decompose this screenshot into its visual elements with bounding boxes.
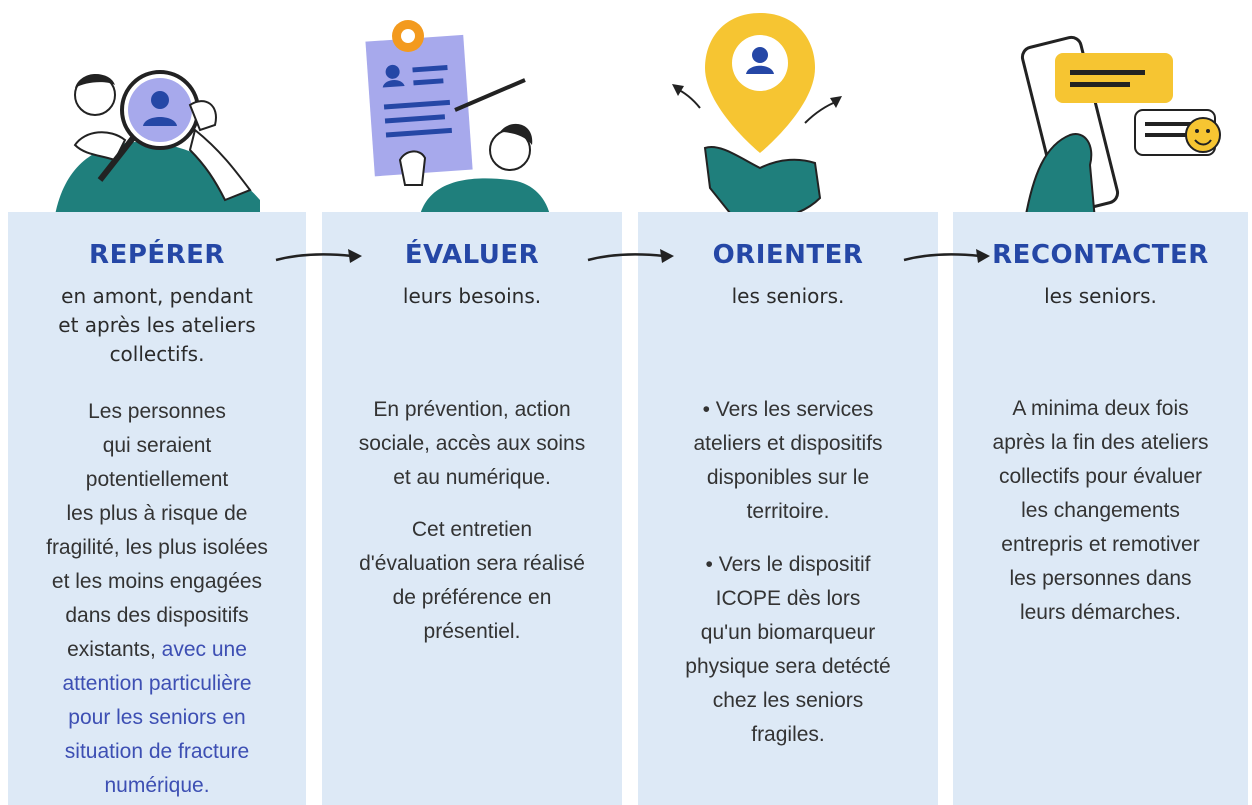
step-description: A minima deux fois après la fin des atel…: [953, 392, 1248, 630]
body-line: et les moins engagées: [51, 570, 263, 593]
body-line: Cet entretien: [411, 518, 533, 541]
step-title: ÉVALUER: [404, 240, 540, 270]
bullet-line: ateliers et dispositifs: [693, 432, 883, 455]
subtitle-line: en amont, pendant: [61, 284, 253, 308]
highlight-line: situation de fracture: [64, 740, 250, 763]
bullet-line: fragiles.: [751, 723, 825, 746]
highlight-line: attention particulière: [62, 672, 252, 695]
highlight-text: avec une: [161, 638, 247, 661]
step-paragraph-1: En prévention, action sociale, accès aux…: [322, 393, 622, 495]
subtitle-line: leurs besoins.: [402, 284, 542, 308]
location-pin-hand-illustration: [672, 13, 842, 221]
body-line: En prévention, action: [373, 398, 571, 421]
step-description: Les personnes qui seraient potentielleme…: [8, 395, 306, 803]
bullet-item: • Vers les services ateliers et disposit…: [638, 393, 938, 529]
form-evaluation-illustration: [365, 20, 550, 215]
bullet-line: qu'un biomarqueur: [700, 621, 876, 644]
highlight-line: pour les seniors en: [68, 706, 246, 729]
step-paragraph-2: Cet entretien d'évaluation sera réalisé …: [322, 513, 622, 649]
body-line: et au numérique.: [393, 466, 551, 489]
bullet-line: • Vers les services: [702, 398, 874, 421]
body-line: fragilité, les plus isolées: [46, 536, 268, 559]
step-column-orienter: ORIENTER les seniors. • Vers les service…: [638, 212, 938, 805]
step-subtitle: en amont, pendant et après les ateliers …: [8, 282, 306, 369]
body-line: de préférence en: [392, 586, 552, 609]
phone-messages-illustration: [1020, 35, 1221, 220]
arrow-right-icon: [587, 249, 674, 263]
bullet-line: disponibles sur le: [706, 466, 870, 489]
step-subtitle: leurs besoins.: [322, 282, 622, 311]
body-line: dans des dispositifs: [65, 604, 249, 627]
highlight-line: numérique.: [104, 774, 210, 797]
subtitle-line: collectifs.: [109, 342, 205, 366]
body-line: entrepris et remotiver: [1001, 533, 1200, 556]
body-line: sociale, accès aux soins: [358, 432, 586, 455]
arrow-right-icon: [903, 249, 990, 263]
bullet-line: • Vers le dispositif: [705, 553, 871, 576]
body-line: qui seraient: [102, 434, 212, 457]
body-line: A minima deux fois: [1012, 397, 1189, 420]
bullet-line: ICOPE dès lors: [715, 587, 861, 610]
body-line: collectifs pour évaluer: [998, 465, 1203, 488]
step-column-reperer: REPÉRER en amont, pendant et après les a…: [8, 212, 306, 805]
magnifier-person-illustration: [55, 70, 260, 215]
subtitle-line: les seniors.: [1044, 284, 1157, 308]
body-line: les plus à risque de: [66, 502, 248, 525]
body-line: Les personnes: [88, 400, 226, 423]
step-column-recontacter: RECONTACTER les seniors. A minima deux f…: [953, 212, 1248, 805]
step-column-evaluer: ÉVALUER leurs besoins. En prévention, ac…: [322, 212, 622, 805]
subtitle-line: les seniors.: [731, 284, 845, 308]
body-line: les changements: [1021, 499, 1180, 522]
bullet-line: territoire.: [746, 500, 830, 523]
body-text: existants,: [67, 638, 162, 661]
body-line-mixed: existants, avec une: [8, 633, 306, 667]
step-subtitle: les seniors.: [953, 282, 1248, 311]
step-title: RECONTACTER: [992, 240, 1209, 270]
arrow-right-icon: [275, 249, 362, 263]
bullet-line: physique sera detécté: [685, 655, 891, 678]
bullet-item: • Vers le dispositif ICOPE dès lors qu'u…: [638, 548, 938, 752]
step-title: REPÉRER: [89, 240, 225, 270]
step-subtitle: les seniors.: [638, 282, 938, 311]
step-title: ORIENTER: [712, 240, 864, 270]
body-line: présentiel.: [423, 620, 521, 643]
body-line: les personnes dans: [1009, 567, 1192, 590]
body-line: après la fin des ateliers: [992, 431, 1209, 454]
body-line: potentiellement: [85, 468, 229, 491]
subtitle-line: et après les ateliers: [58, 313, 256, 337]
body-line: leurs démarches.: [1019, 601, 1182, 624]
body-line: d'évaluation sera réalisé: [359, 552, 585, 575]
bullet-line: chez les seniors: [712, 689, 864, 712]
